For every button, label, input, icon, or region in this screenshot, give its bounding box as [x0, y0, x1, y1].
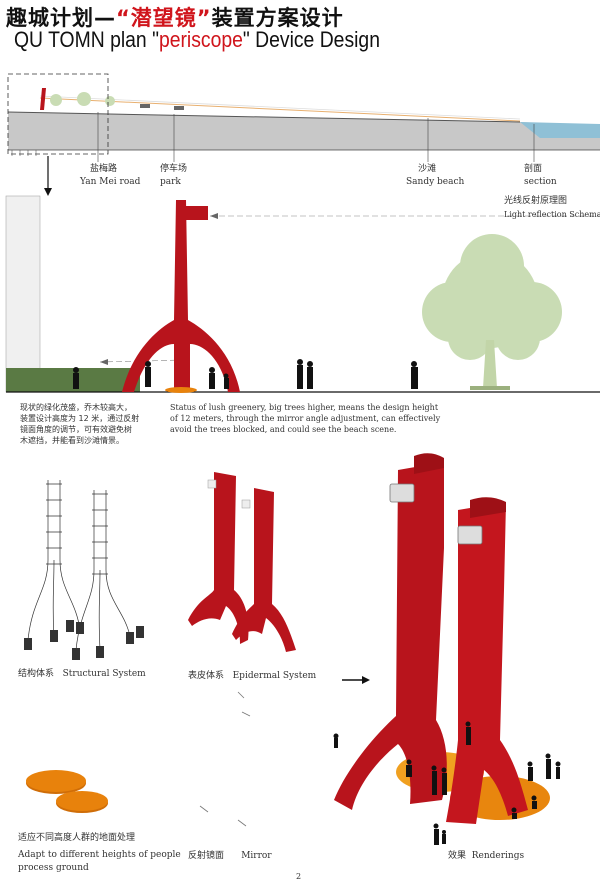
left-arrow-icon [100, 359, 108, 365]
description-en: Status of lush greenery, big trees highe… [170, 403, 441, 434]
ground-discs [26, 770, 108, 813]
mirror-pieces [199, 691, 251, 827]
rendering-drawing [333, 453, 561, 845]
sea [520, 122, 600, 138]
elevation-drawing [5, 195, 600, 393]
title-highlight-en: periscope [158, 27, 243, 52]
caption-ground: 适应不同高度人群的地面处理 Adapt to different heights… [18, 833, 181, 873]
periscope-elevation [122, 200, 240, 392]
page-number: 2 [296, 872, 302, 881]
tree [422, 234, 562, 360]
structural-system-drawing [27, 480, 131, 651]
people-silhouettes [73, 359, 418, 389]
caption-mirror: 反射镜面 Mirror [188, 851, 272, 861]
caption-epidermal-system: 表皮体系 Epidermal System [188, 671, 317, 681]
down-arrow-icon [44, 188, 52, 196]
zoom-box [7, 73, 109, 155]
title-highlight-cn: “潜望镜” [116, 6, 212, 30]
page-title-en: QU TOMN plan "periscope" Device Design [14, 27, 380, 52]
rendering-people [333, 721, 561, 845]
structural-footings [24, 620, 144, 660]
caption-structural-system: 结构体系 Structural System [18, 669, 146, 679]
epidermal-system-drawing [188, 472, 296, 652]
section-drawing [7, 73, 600, 196]
page-title-cn: 趣城计划—“潜望镜”装置方案设计 [6, 6, 344, 30]
description-cn: 现状的绿化茂盛，乔木较高大， 装置设计高度为 12 米，通过反射 镜面角度的调节… [20, 403, 140, 445]
caption-renderings: 效果 Renderings [448, 851, 525, 861]
right-arrow-icon [362, 676, 370, 684]
